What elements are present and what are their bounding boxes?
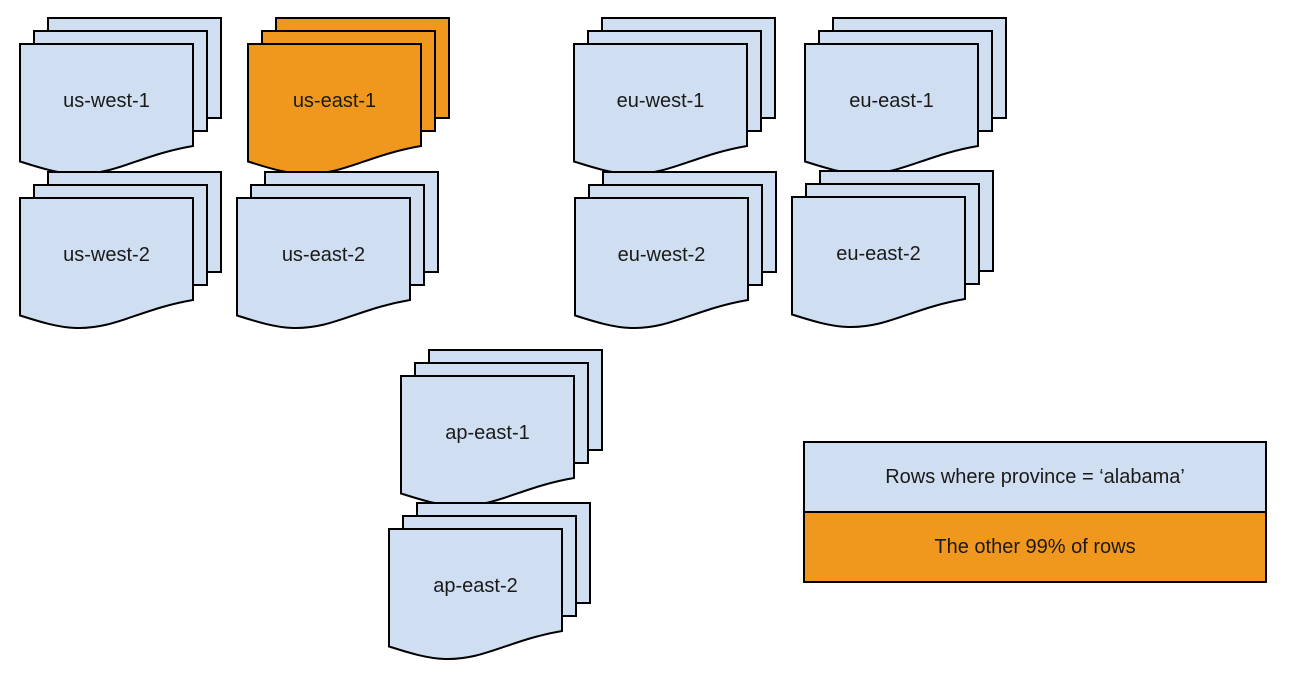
region-stack-us-east-1[interactable]: us-east-1 — [247, 17, 451, 176]
region-stack-eu-east-2[interactable]: eu-east-2 — [791, 170, 995, 329]
region-stack-us-west-1[interactable]: us-west-1 — [19, 17, 223, 176]
document-stack-shape — [400, 349, 603, 508]
document-stack-shape — [791, 170, 994, 329]
document-stack-shape — [804, 17, 1007, 176]
legend-label: Rows where province = ‘alabama’ — [885, 465, 1185, 488]
region-stack-us-west-2[interactable]: us-west-2 — [19, 171, 223, 330]
region-stack-ap-east-2[interactable]: ap-east-2 — [388, 502, 592, 661]
region-stack-us-east-2[interactable]: us-east-2 — [236, 171, 440, 330]
document-stack-shape — [236, 171, 439, 330]
document-stack-shape — [574, 171, 777, 330]
region-stack-eu-west-1[interactable]: eu-west-1 — [573, 17, 777, 176]
legend-label: The other 99% of rows — [934, 535, 1136, 558]
legend-row-alabama-rows: Rows where province = ‘alabama’ — [805, 443, 1265, 511]
legend-row-other-rows: The other 99% of rows — [805, 511, 1265, 581]
document-stack-shape — [19, 17, 222, 176]
document-stack-shape — [573, 17, 776, 176]
region-stack-eu-east-1[interactable]: eu-east-1 — [804, 17, 1008, 176]
region-stack-ap-east-1[interactable]: ap-east-1 — [400, 349, 604, 508]
document-stack-shape — [247, 17, 450, 176]
document-stack-shape — [388, 502, 591, 661]
legend: Rows where province = ‘alabama’ The othe… — [803, 441, 1267, 583]
document-stack-shape — [19, 171, 222, 330]
region-stack-eu-west-2[interactable]: eu-west-2 — [574, 171, 778, 330]
